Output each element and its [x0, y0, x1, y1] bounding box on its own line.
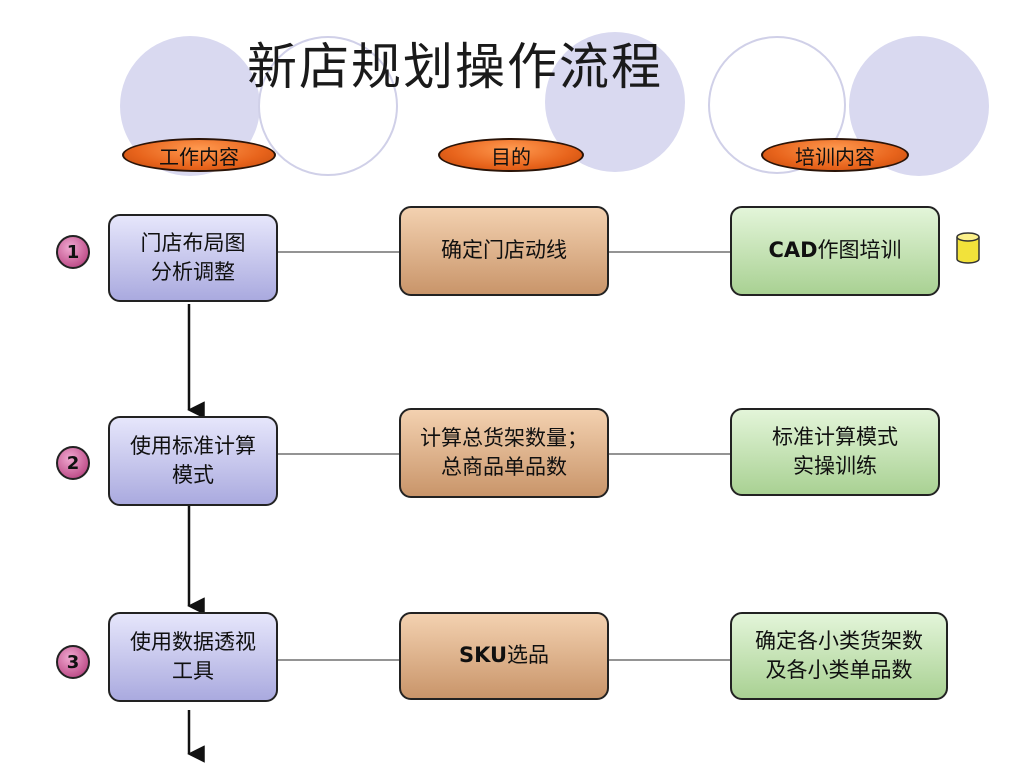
training-box-1-prefix: CAD — [768, 238, 818, 263]
training-box-1: CAD作图培训 — [730, 206, 940, 296]
step-number-3: 3 — [56, 645, 90, 679]
purpose-box-3-prefix: SKU — [458, 643, 508, 668]
header-purpose: 目的 — [438, 138, 584, 172]
purpose-box-3-label: SKU选品 — [459, 641, 549, 670]
work-box-1: 门店布局图 分析调整 — [108, 214, 278, 302]
training-box-2-label: 标准计算模式 实操训练 — [772, 424, 898, 478]
work-box-1-label: 门店布局图 分析调整 — [140, 230, 246, 284]
step-number-1: 1 — [56, 235, 90, 269]
purpose-box-1: 确定门店动线 — [399, 206, 609, 296]
training-box-2: 标准计算模式 实操训练 — [730, 408, 940, 496]
purpose-box-2-label: 计算总货架数量； 总商品单品数 — [420, 425, 588, 479]
step-number-2: 2 — [56, 446, 90, 480]
purpose-box-3-suffix: 选品 — [507, 643, 550, 668]
step-number-1-label: 1 — [66, 241, 80, 263]
purpose-box-2: 计算总货架数量； 总商品单品数 — [399, 408, 609, 498]
step-number-2-label: 2 — [66, 452, 80, 474]
work-box-3: 使用数据透视 工具 — [108, 612, 278, 702]
work-box-2-label: 使用标准计算 模式 — [130, 433, 256, 487]
database-icon — [956, 232, 980, 264]
training-box-1-suffix: 作图培训 — [817, 238, 902, 263]
training-box-3: 确定各小类货架数 及各小类单品数 — [730, 612, 948, 700]
header-training-label: 培训内容 — [795, 144, 875, 169]
decor-circle-outline-1 — [258, 36, 398, 176]
page-title: 新店规划操作流程 — [247, 38, 663, 96]
header-training: 培训内容 — [761, 138, 909, 172]
purpose-box-3: SKU选品 — [399, 612, 609, 700]
header-work-content: 工作内容 — [122, 138, 276, 172]
header-purpose-label: 目的 — [491, 144, 531, 169]
purpose-box-1-label: 确定门店动线 — [441, 238, 567, 263]
training-box-1-label: CAD作图培训 — [768, 236, 901, 265]
header-work-content-label: 工作内容 — [159, 144, 239, 169]
training-box-3-label: 确定各小类货架数 及各小类单品数 — [755, 628, 923, 682]
work-box-2: 使用标准计算 模式 — [108, 416, 278, 506]
decor-circle-outline-2 — [708, 36, 846, 174]
step-number-3-label: 3 — [66, 651, 80, 673]
work-box-3-label: 使用数据透视 工具 — [130, 629, 256, 683]
